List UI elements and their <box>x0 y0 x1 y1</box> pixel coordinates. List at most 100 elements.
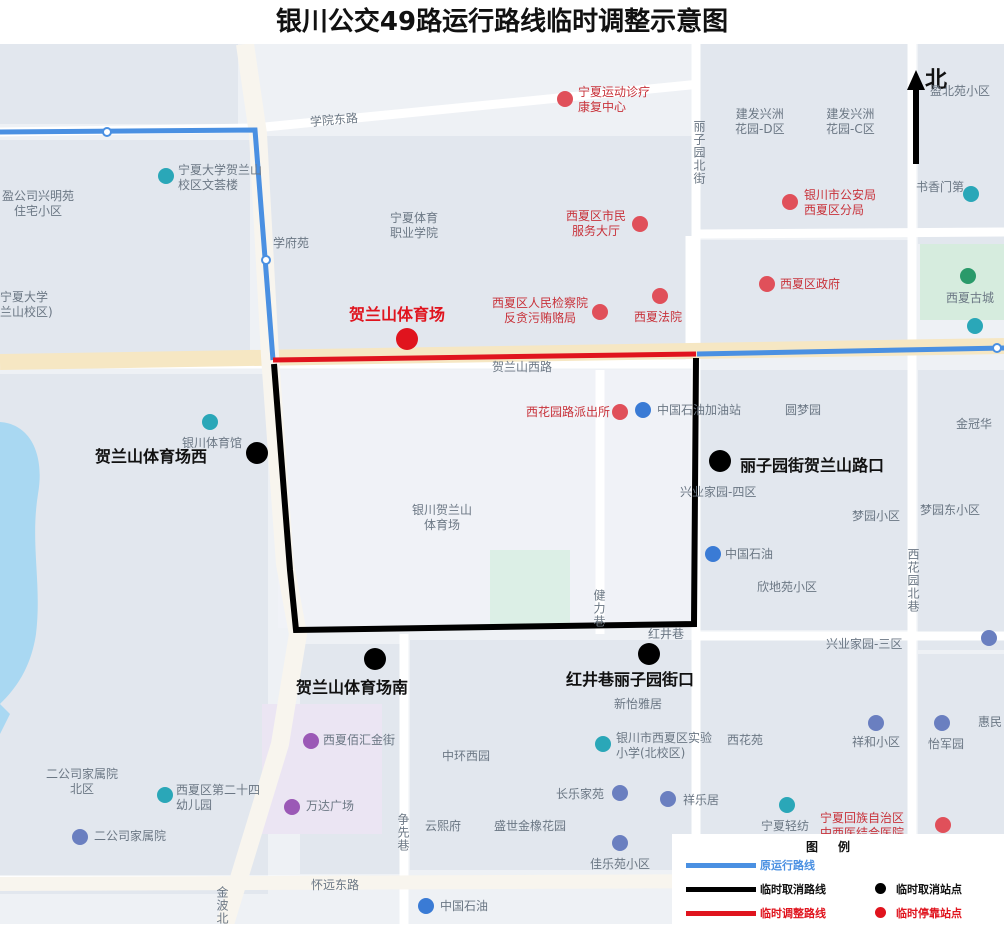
place-label: 兴业家园-四区 <box>680 485 757 499</box>
gas-station-icon <box>635 402 651 418</box>
adjusted-route <box>272 351 697 363</box>
residential-icon <box>981 630 997 646</box>
place-label: 建发兴洲 花园-C区 <box>826 107 875 136</box>
cancelled-stop-marker <box>709 450 731 472</box>
place-label: 盈北苑小区 <box>930 84 991 98</box>
legend-original-swatch <box>686 863 756 868</box>
place-label: 祥乐居 <box>683 793 720 807</box>
map-canvas <box>0 44 1004 924</box>
place-label: 中国石油加油站 <box>657 403 742 417</box>
cancelled-stop-label: 贺兰山体育场西 <box>95 447 208 466</box>
place-label: 宁夏轻纺 <box>761 819 810 833</box>
landmark-icon <box>960 268 976 284</box>
route-node <box>102 127 112 137</box>
school-icon <box>595 736 611 752</box>
gas-station-icon <box>705 546 721 562</box>
place-label: 西夏区政府 <box>780 277 841 291</box>
residential-icon <box>868 715 884 731</box>
residential-icon <box>72 829 88 845</box>
government-icon <box>652 288 668 304</box>
school-icon <box>963 186 979 202</box>
place-label: 中环西园 <box>442 749 491 763</box>
government-icon <box>759 276 775 292</box>
road-label: 金波北 <box>215 886 229 925</box>
legend-cancelled-label: 临时取消路线 <box>760 883 826 896</box>
legend-original-label: 原运行路线 <box>760 859 815 872</box>
place-label: 西夏区第二十四 幼儿园 <box>176 783 261 812</box>
place-label: 西夏区人民检察院 反贪污贿赂局 <box>492 296 589 325</box>
stadium-green <box>490 550 570 626</box>
cancelled-stop-marker <box>246 442 268 464</box>
place-label: 梦园东小区 <box>920 503 981 517</box>
north-arrow-icon <box>907 70 925 164</box>
place-label: 西花园路派出所 <box>526 405 611 419</box>
place-label: 西夏区市民 服务大厅 <box>566 209 627 238</box>
road-label: 贺兰山西路 <box>492 360 553 374</box>
place-label: 万达广场 <box>306 799 355 813</box>
legend-temporary-stop-swatch <box>875 907 886 918</box>
cancelled-route <box>271 357 699 634</box>
place-label: 盈公司兴明苑 住宅小区 <box>2 189 75 218</box>
place-label: 银川贺兰山 体育场 <box>412 503 473 532</box>
place-label: 银川体育馆 <box>182 436 243 450</box>
place-label: 中国石油 <box>440 899 489 913</box>
road-label: 红井巷 <box>648 627 685 641</box>
residential-icon <box>612 835 628 851</box>
place-label: 惠民 <box>978 715 1003 729</box>
police-icon <box>612 404 628 420</box>
place-label: 宁夏大学 兰山校区) <box>0 290 53 319</box>
place-label: 云熙府 <box>425 819 462 833</box>
place-label: 宁夏体育 职业学院 <box>390 211 439 240</box>
lake <box>0 422 40 704</box>
legend-cancelled-swatch <box>686 887 756 892</box>
place-label: 佳乐苑小区 <box>590 857 651 871</box>
place-label: 长乐家苑 <box>556 787 605 801</box>
lake-edge <box>0 704 10 734</box>
cancelled-stop-label: 丽子园街贺兰山路口 <box>740 456 885 475</box>
place-label: 银川市公安局 西夏区分局 <box>804 188 877 217</box>
legend-cancelled-stop-swatch <box>875 883 886 894</box>
road-label: 健力巷 <box>592 589 606 628</box>
government-icon <box>632 216 648 232</box>
stadium-block <box>278 370 692 628</box>
legend: 图例 原运行路线 临时取消路线 临时调整路线 临时取消站点 临时停靠站点 <box>672 834 1004 924</box>
cancelled-stop-label: 贺兰山体育场南 <box>296 678 409 697</box>
school-icon <box>157 787 173 803</box>
park-area <box>920 244 1004 320</box>
place-label: 二公司家属院 <box>94 829 167 843</box>
shopping-icon <box>303 733 319 749</box>
cancelled-stop-label: 红井巷丽子园街口 <box>566 670 695 689</box>
place-label: 宁夏大学贺兰山 校区文荟楼 <box>178 163 263 192</box>
government-icon <box>592 304 608 320</box>
place-label: 中国石油 <box>725 547 774 561</box>
road-label: 西花园北巷 <box>906 548 920 613</box>
road-label: 争先巷 <box>396 813 410 852</box>
place-label: 怡军园 <box>928 737 965 751</box>
legend-cancelled-stop-label: 临时取消站点 <box>896 883 962 896</box>
stadium-icon <box>202 414 218 430</box>
temporary-stop-marker <box>396 328 418 350</box>
place-label: 建发兴洲 花园-D区 <box>735 107 785 136</box>
residential-icon <box>660 791 676 807</box>
temporary-stop-label: 贺兰山体育场 <box>349 305 446 324</box>
shopping-icon <box>284 799 300 815</box>
place-label: 西花苑 <box>727 733 764 747</box>
place-label: 圆梦园 <box>785 403 822 417</box>
cancelled-stop-marker <box>364 648 386 670</box>
road-label: 丽子园北街 <box>692 120 706 185</box>
legend-adjusted-swatch <box>686 911 756 916</box>
residential-icon <box>612 785 628 801</box>
place-label: 祥和小区 <box>852 735 901 749</box>
place-label: 西夏古城 <box>946 291 995 305</box>
place-label: 西夏佰汇金街 <box>323 733 396 747</box>
legend-adjusted-label: 临时调整路线 <box>760 907 826 920</box>
page-title: 银川公交49路运行路线临时调整示意图 <box>0 0 1004 44</box>
school-icon <box>779 797 795 813</box>
gas-station-icon <box>418 898 434 914</box>
jinbo-road <box>216 44 308 924</box>
school-icon <box>158 168 174 184</box>
place-label: 西夏法院 <box>634 310 683 324</box>
police-icon <box>782 194 798 210</box>
cancelled-stop-marker <box>638 643 660 665</box>
